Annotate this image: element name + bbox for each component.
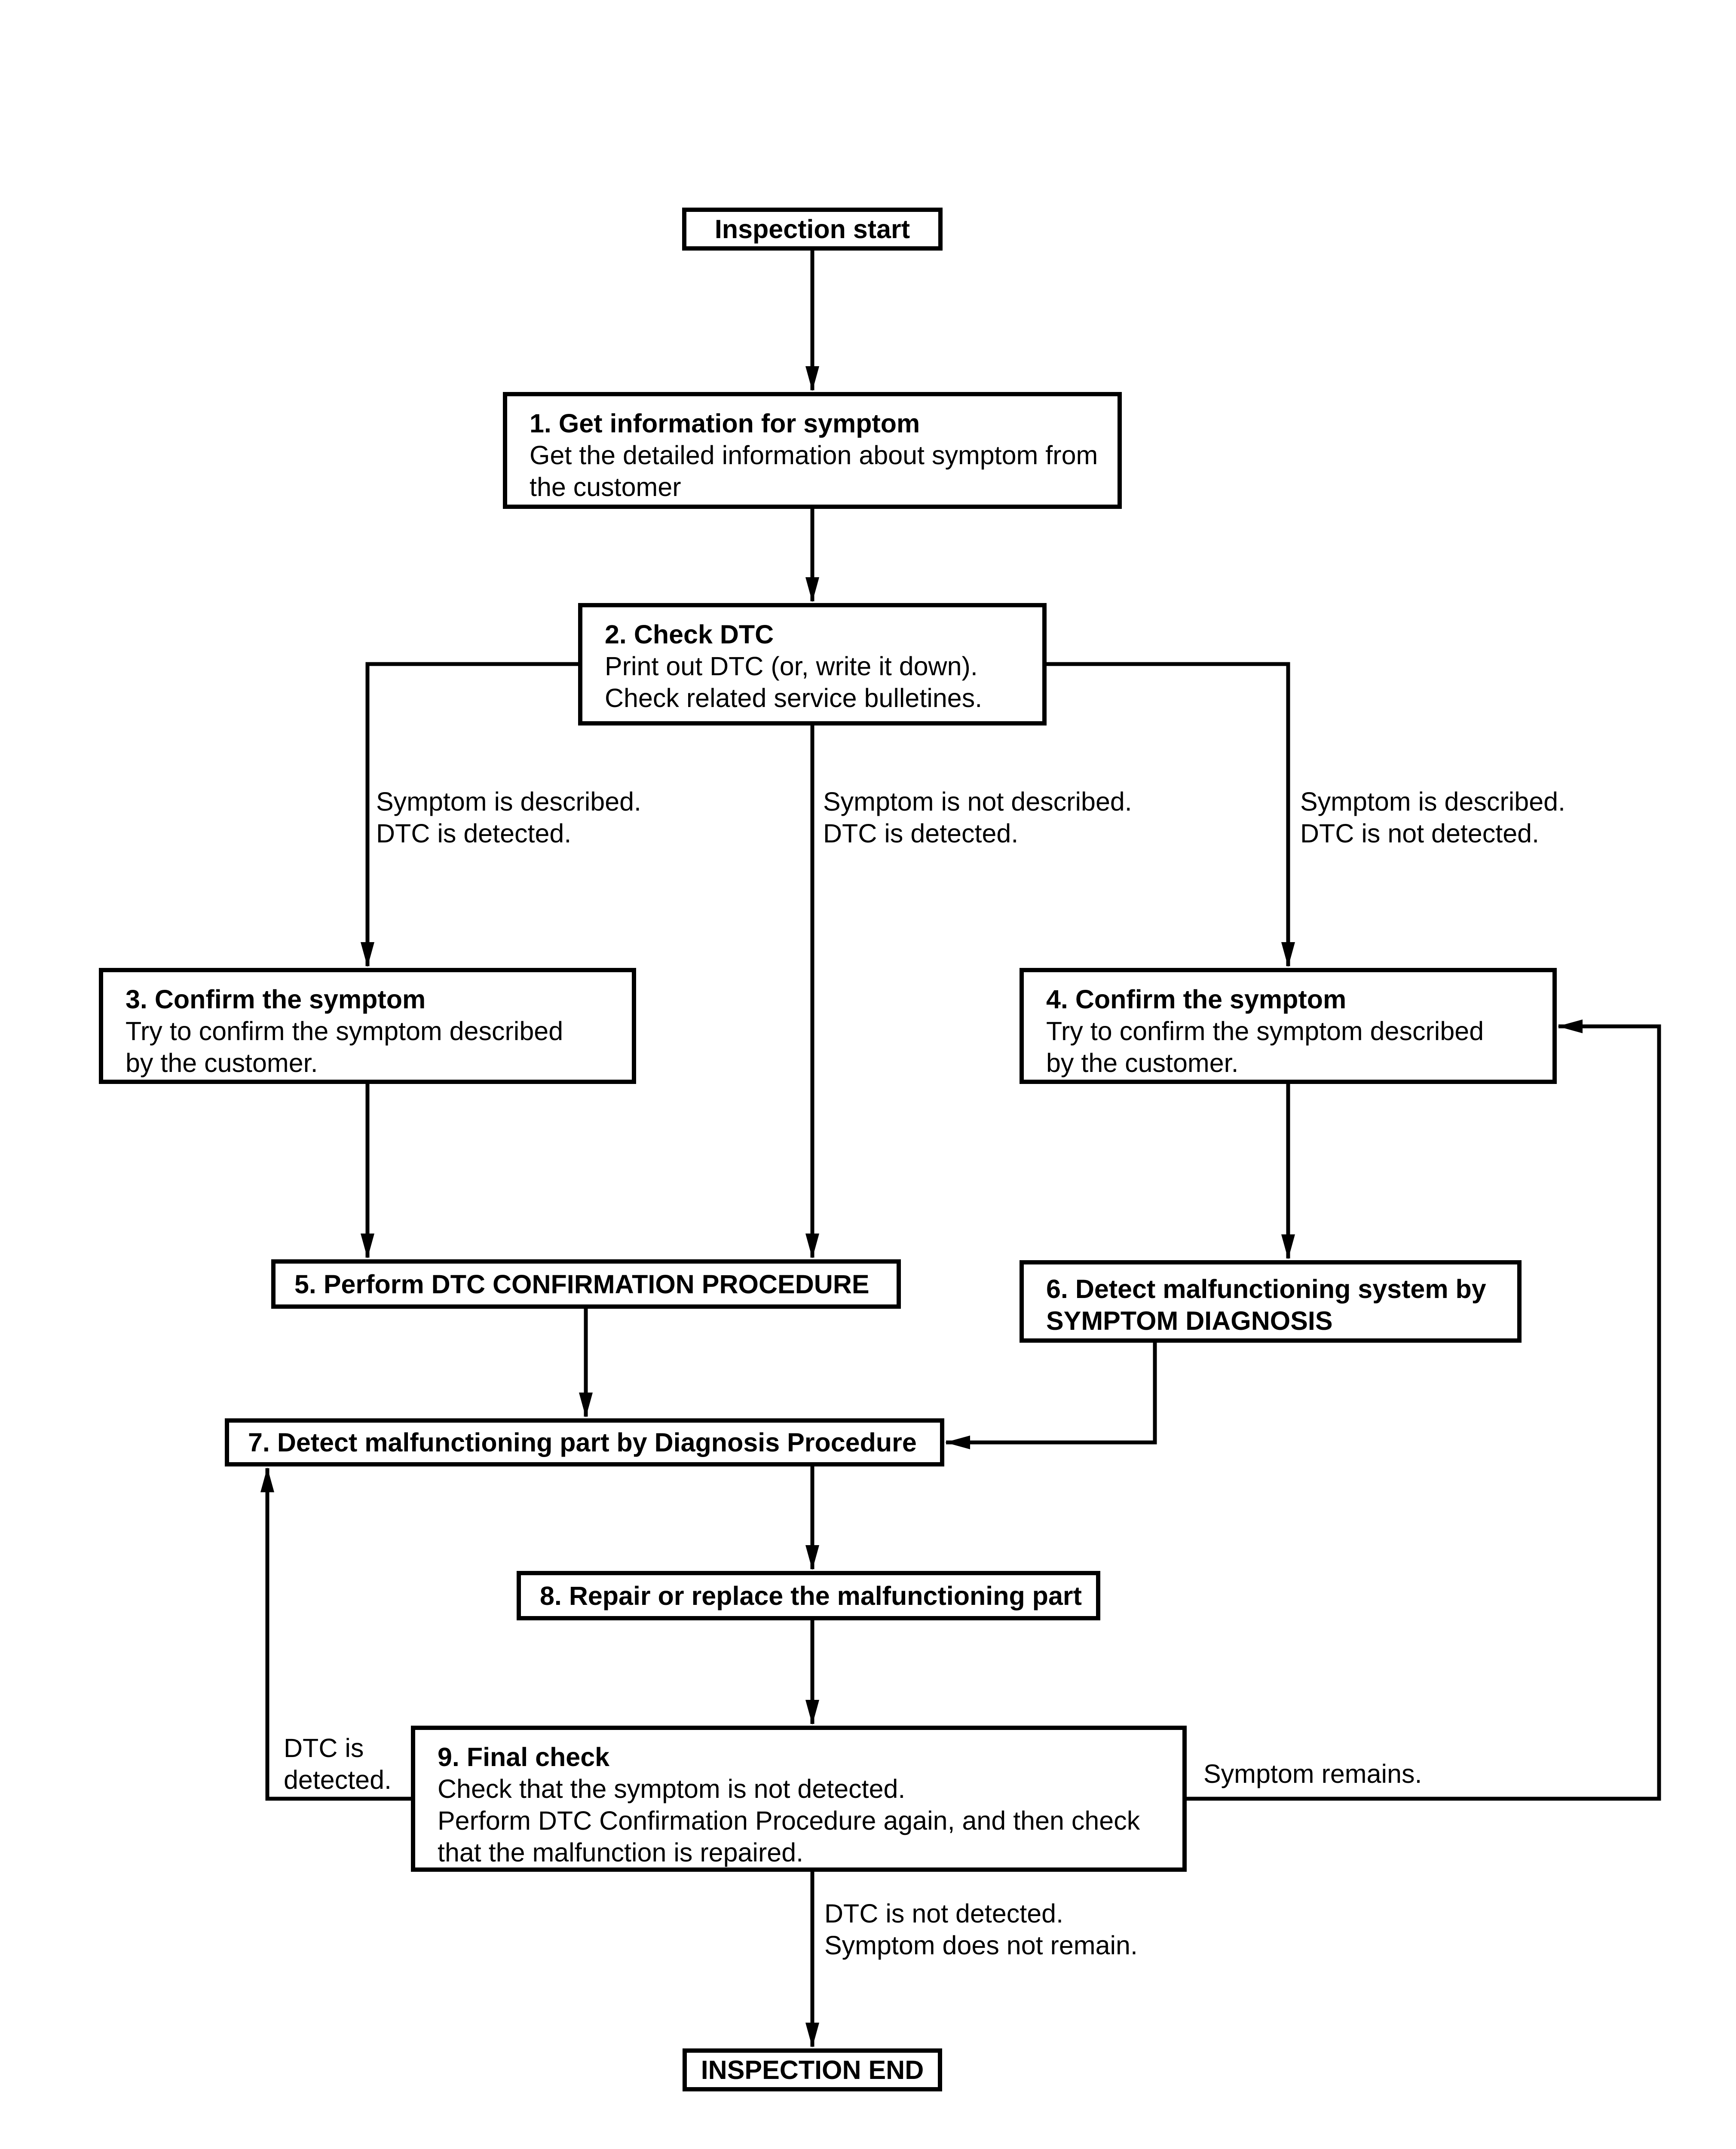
- edge-9-to-7-loop: [260, 1467, 411, 1801]
- edge-2-to-3: [361, 662, 578, 967]
- edge-label-dtc-not-detected: DTC is not detected. Symptom does not re…: [824, 1899, 1138, 1960]
- node-step-6-symptom-diagnosis: 6. Detect malfunctioning system by SYMPT…: [1020, 1260, 1522, 1343]
- node-step-3-confirm-symptom: 3. Confirm the symptom Try to confirm th…: [99, 968, 636, 1084]
- node-label: Inspection start: [714, 214, 910, 244]
- node-title: 7. Detect malfunctioning part by Diagnos…: [248, 1428, 917, 1457]
- node-title: 4. Confirm the symptom: [1046, 985, 1347, 1014]
- edge-label-symptom-described-dtc-detected: Symptom is described. DTC is detected.: [376, 787, 641, 848]
- node-body: Print out DTC (or, write it down). Check…: [605, 652, 983, 713]
- node-step-7-detect-malfunctioning-part: 7. Detect malfunctioning part by Diagnos…: [225, 1418, 944, 1466]
- node-inspection-end: INSPECTION END: [683, 2048, 942, 2091]
- node-inspection-start: Inspection start: [682, 208, 943, 251]
- edge-2-to-4: [1047, 662, 1295, 967]
- edge-label-symptom-described-dtc-not-detected: Symptom is described. DTC is not detecte…: [1300, 787, 1565, 848]
- node-title: 6. Detect malfunctioning system by SYMPT…: [1046, 1274, 1486, 1335]
- edge-6-to-7: [945, 1343, 1157, 1449]
- edge-label-symptom-not-described-dtc-detected: Symptom is not described. DTC is detecte…: [823, 787, 1132, 848]
- node-step-4-confirm-symptom: 4. Confirm the symptom Try to confirm th…: [1020, 968, 1557, 1084]
- node-title: 8. Repair or replace the malfunctioning …: [540, 1581, 1082, 1610]
- node-title: 5. Perform DTC CONFIRMATION PROCEDURE: [294, 1269, 870, 1299]
- node-step-2-check-dtc: 2. Check DTC Print out DTC (or, write it…: [578, 603, 1047, 726]
- node-title: 1. Get information for symptom: [530, 409, 920, 438]
- node-label: INSPECTION END: [701, 2055, 924, 2085]
- node-body: Try to confirm the symptom described by …: [1046, 1016, 1484, 1078]
- node-body: Get the detailed information about sympt…: [530, 441, 1098, 502]
- node-title: 2. Check DTC: [605, 620, 774, 649]
- node-step-8-repair-or-replace: 8. Repair or replace the malfunctioning …: [517, 1571, 1100, 1620]
- edge-9-to-4-loop: [1187, 1019, 1661, 1801]
- node-title: 3. Confirm the symptom: [126, 985, 426, 1014]
- edge-label-dtc-detected: DTC is detected.: [284, 1733, 392, 1794]
- node-title: 9. Final check: [438, 1742, 610, 1772]
- node-step-9-final-check: 9. Final check Check that the symptom is…: [411, 1726, 1187, 1872]
- edge-label-symptom-remains: Symptom remains.: [1203, 1759, 1422, 1788]
- node-step-1-get-information: 1. Get information for symptom Get the d…: [503, 392, 1122, 509]
- node-step-5-dtc-confirmation-procedure: 5. Perform DTC CONFIRMATION PROCEDURE: [271, 1259, 901, 1309]
- node-body: Try to confirm the symptom described by …: [126, 1016, 563, 1078]
- node-body: Check that the symptom is not detected. …: [438, 1774, 1140, 1867]
